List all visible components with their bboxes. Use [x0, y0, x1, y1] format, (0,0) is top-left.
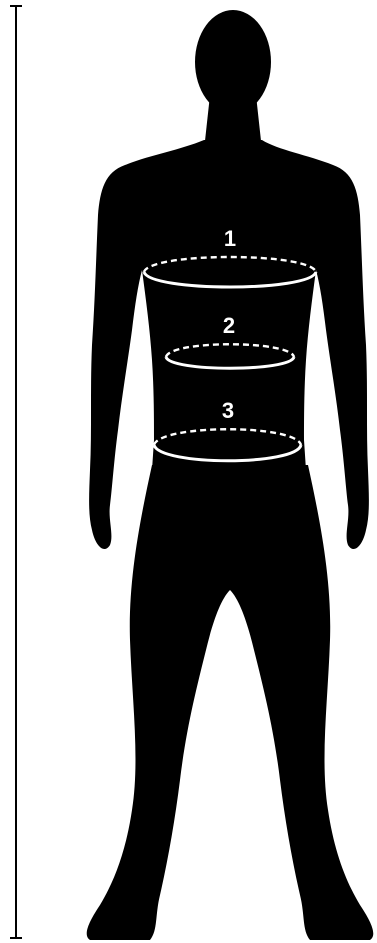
legs — [87, 465, 374, 940]
measurement-1-label: 1 — [224, 226, 236, 251]
measurement-2-label: 2 — [223, 313, 235, 338]
measurement-3-label: 3 — [222, 398, 234, 423]
human-silhouette — [87, 10, 374, 940]
height-bar — [10, 6, 22, 938]
